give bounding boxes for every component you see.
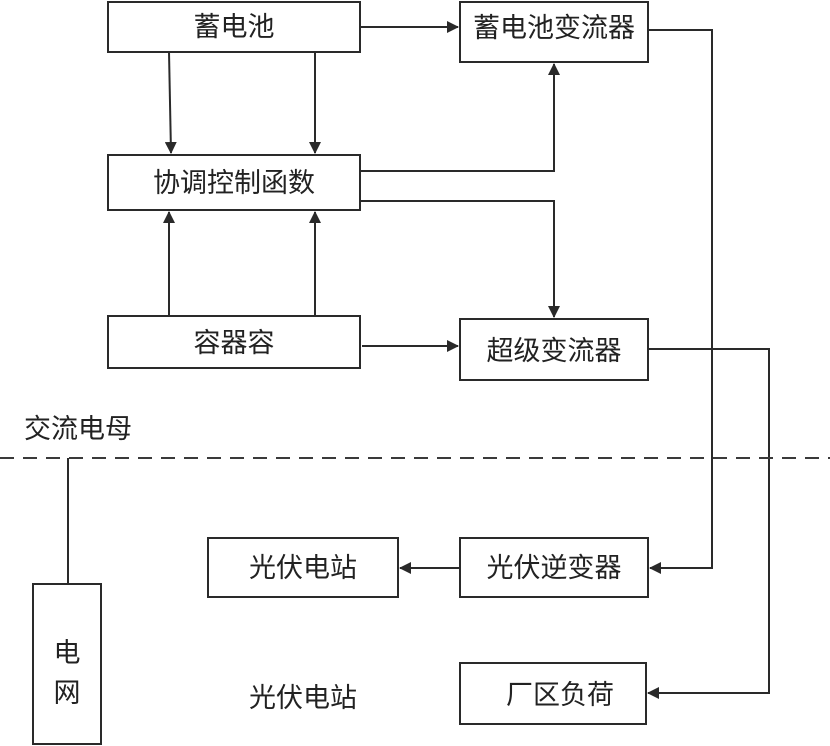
battery-converter-label: 蓄电池变流器	[473, 13, 635, 44]
plant-load-box	[459, 662, 647, 725]
pv-station-label: 光伏电站	[249, 553, 357, 584]
coordination-function-label: 协调控制函数	[153, 168, 315, 199]
super-converter-box	[459, 318, 649, 381]
super-converter-label: 超级变流器	[487, 336, 622, 367]
edge-battery-converter-to-pv-inverter	[648, 29, 713, 574]
grid-label-char1: 电	[54, 638, 81, 669]
edge-coord-to-battery-converter	[360, 63, 560, 172]
ac-bus-label: 交流电母	[24, 414, 132, 445]
supercapacitor-box	[107, 315, 361, 369]
grid-label-char2: 网	[54, 678, 81, 709]
grid-box	[32, 583, 102, 745]
edge-battery-to-coord-left	[164, 51, 177, 154]
pv-inverter-label: 光伏逆变器	[487, 553, 622, 584]
edge-coord-to-super-converter	[360, 200, 560, 318]
pv-station-free-label: 光伏电站	[249, 683, 357, 714]
battery-label: 蓄电池	[194, 12, 275, 43]
battery-converter-box	[459, 1, 649, 63]
pv-station-box	[207, 537, 399, 598]
battery-box	[107, 1, 361, 53]
coordination-function-box	[107, 154, 361, 211]
edge-super-converter-to-plant-load	[647, 348, 770, 699]
pv-inverter-box	[459, 537, 649, 598]
supercapacitor-label: 容器容	[194, 328, 275, 359]
plant-load-label: 厂区负荷	[506, 680, 614, 711]
